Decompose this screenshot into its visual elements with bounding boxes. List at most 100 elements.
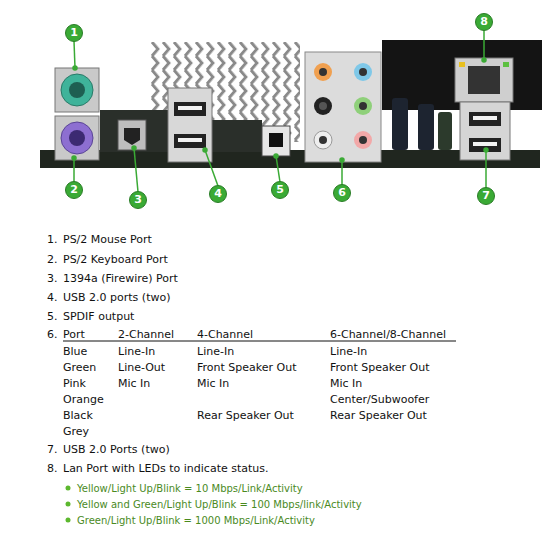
list-text: USB 2.0 Ports (two) xyxy=(63,443,170,456)
list-text: Green xyxy=(63,361,96,374)
list-text: 6. xyxy=(47,328,58,341)
callout-number: 8 xyxy=(475,13,493,31)
callout-shape xyxy=(272,182,289,199)
lan-led xyxy=(459,62,465,67)
audio-jack xyxy=(354,131,372,149)
ps2-socket xyxy=(69,82,85,98)
audio-housing xyxy=(305,52,381,162)
callout-number: 4 xyxy=(209,185,227,203)
list-text: Black xyxy=(63,409,93,422)
usb-slot xyxy=(469,112,501,126)
list-text: 6-Channel/8-Channel xyxy=(330,328,446,341)
list-text: USB 2.0 ports (two) xyxy=(63,291,170,304)
status-note: Green/Light Up/Blink = 1000 Mbps/Link/Ac… xyxy=(77,514,315,527)
leader-lines xyxy=(72,30,488,192)
list-text: PS/2 Mouse Port xyxy=(63,233,152,246)
callout-shape xyxy=(66,182,83,199)
callout-shape xyxy=(66,25,83,42)
jack-hole xyxy=(319,68,327,76)
list-text: Mic In xyxy=(330,377,362,390)
list-text: Rear Speaker Out xyxy=(330,409,427,422)
jack-hole xyxy=(319,136,327,144)
jack-hole xyxy=(319,102,327,110)
status-note: Yellow and Green/Light Up/Blink = 100 Mb… xyxy=(77,498,362,511)
list-text: SPDIF output xyxy=(63,310,134,323)
list-text: 5. xyxy=(47,310,58,323)
callout-shape xyxy=(476,14,493,31)
bullet-dot xyxy=(66,518,71,523)
leader-dot xyxy=(274,154,278,158)
usb-housing xyxy=(168,88,212,162)
list-text: Line-Out xyxy=(118,361,165,374)
callout-shape xyxy=(478,188,495,205)
audio-jack xyxy=(314,97,332,115)
leader-dot xyxy=(72,156,76,160)
leader-dot xyxy=(340,158,344,162)
list-text: Mic In xyxy=(197,377,229,390)
list-text: PS/2 Keyboard Port xyxy=(63,253,168,266)
lan-led xyxy=(503,62,509,67)
audio-jack xyxy=(354,97,372,115)
leader-line xyxy=(341,160,343,185)
callout-circle: 4 xyxy=(209,185,227,203)
callout-number: 3 xyxy=(129,191,147,209)
list-text: Center/Subwoofer xyxy=(330,393,429,406)
callout-shape xyxy=(210,186,227,203)
leader-line xyxy=(483,30,485,60)
usb-slot xyxy=(469,138,501,152)
jack-hole xyxy=(359,68,367,76)
spdif-socket xyxy=(269,133,283,147)
leader-dot xyxy=(203,148,207,152)
usb-tongue xyxy=(473,116,497,120)
usb-housing xyxy=(460,102,510,160)
callout-circle: 1 xyxy=(65,24,83,42)
leader-line xyxy=(74,41,75,68)
list-text: Mic In xyxy=(118,377,150,390)
list-text: Rear Speaker Out xyxy=(197,409,294,422)
usb-slot xyxy=(174,102,206,116)
lan-housing xyxy=(455,58,513,102)
list-text: 7. xyxy=(47,443,58,456)
leader-line xyxy=(134,148,138,192)
bullet-dot xyxy=(66,486,71,491)
leader-dot xyxy=(132,146,136,150)
bullet-dot xyxy=(66,502,71,507)
leader-line xyxy=(485,150,487,188)
ps2-keyboard-port xyxy=(61,122,93,154)
leader-dot xyxy=(484,148,488,152)
ps2-socket xyxy=(69,130,85,146)
list-text: 3. xyxy=(47,272,58,285)
leader-dot xyxy=(482,58,486,62)
callout-shape xyxy=(130,192,147,209)
callout-circle: 3 xyxy=(129,191,147,209)
rj45-socket xyxy=(468,66,500,94)
list-text: Orange xyxy=(63,393,104,406)
status-note: Yellow/Light Up/Blink = 10 Mbps/Link/Act… xyxy=(77,482,303,495)
capacitor xyxy=(438,112,452,150)
list-text: Lan Port with LEDs to indicate status. xyxy=(63,462,269,475)
list-text: Line-In xyxy=(197,345,234,358)
spdif-port xyxy=(262,126,290,156)
list-text: 1. xyxy=(47,233,58,246)
callout-number: 5 xyxy=(271,181,289,199)
leader-line xyxy=(276,156,280,182)
leader-dot xyxy=(73,66,77,70)
board-components xyxy=(212,120,262,152)
usb-tongue xyxy=(473,142,497,146)
callout-circle: 6 xyxy=(333,184,351,202)
ps2-housing xyxy=(55,116,99,160)
leader-line xyxy=(73,158,75,182)
ps2-housing xyxy=(55,68,99,112)
list-text: 8. xyxy=(47,462,58,475)
leader-line xyxy=(205,150,218,186)
ps2-mouse-port xyxy=(61,74,93,106)
callout-number: 1 xyxy=(65,24,83,42)
callout-number: 2 xyxy=(65,181,83,199)
callout-circle: 8 xyxy=(475,13,493,31)
list-text: 2-Channel xyxy=(118,328,174,341)
jack-hole xyxy=(359,102,367,110)
callout-number: 7 xyxy=(477,187,495,205)
callout-circle: 5 xyxy=(271,181,289,199)
